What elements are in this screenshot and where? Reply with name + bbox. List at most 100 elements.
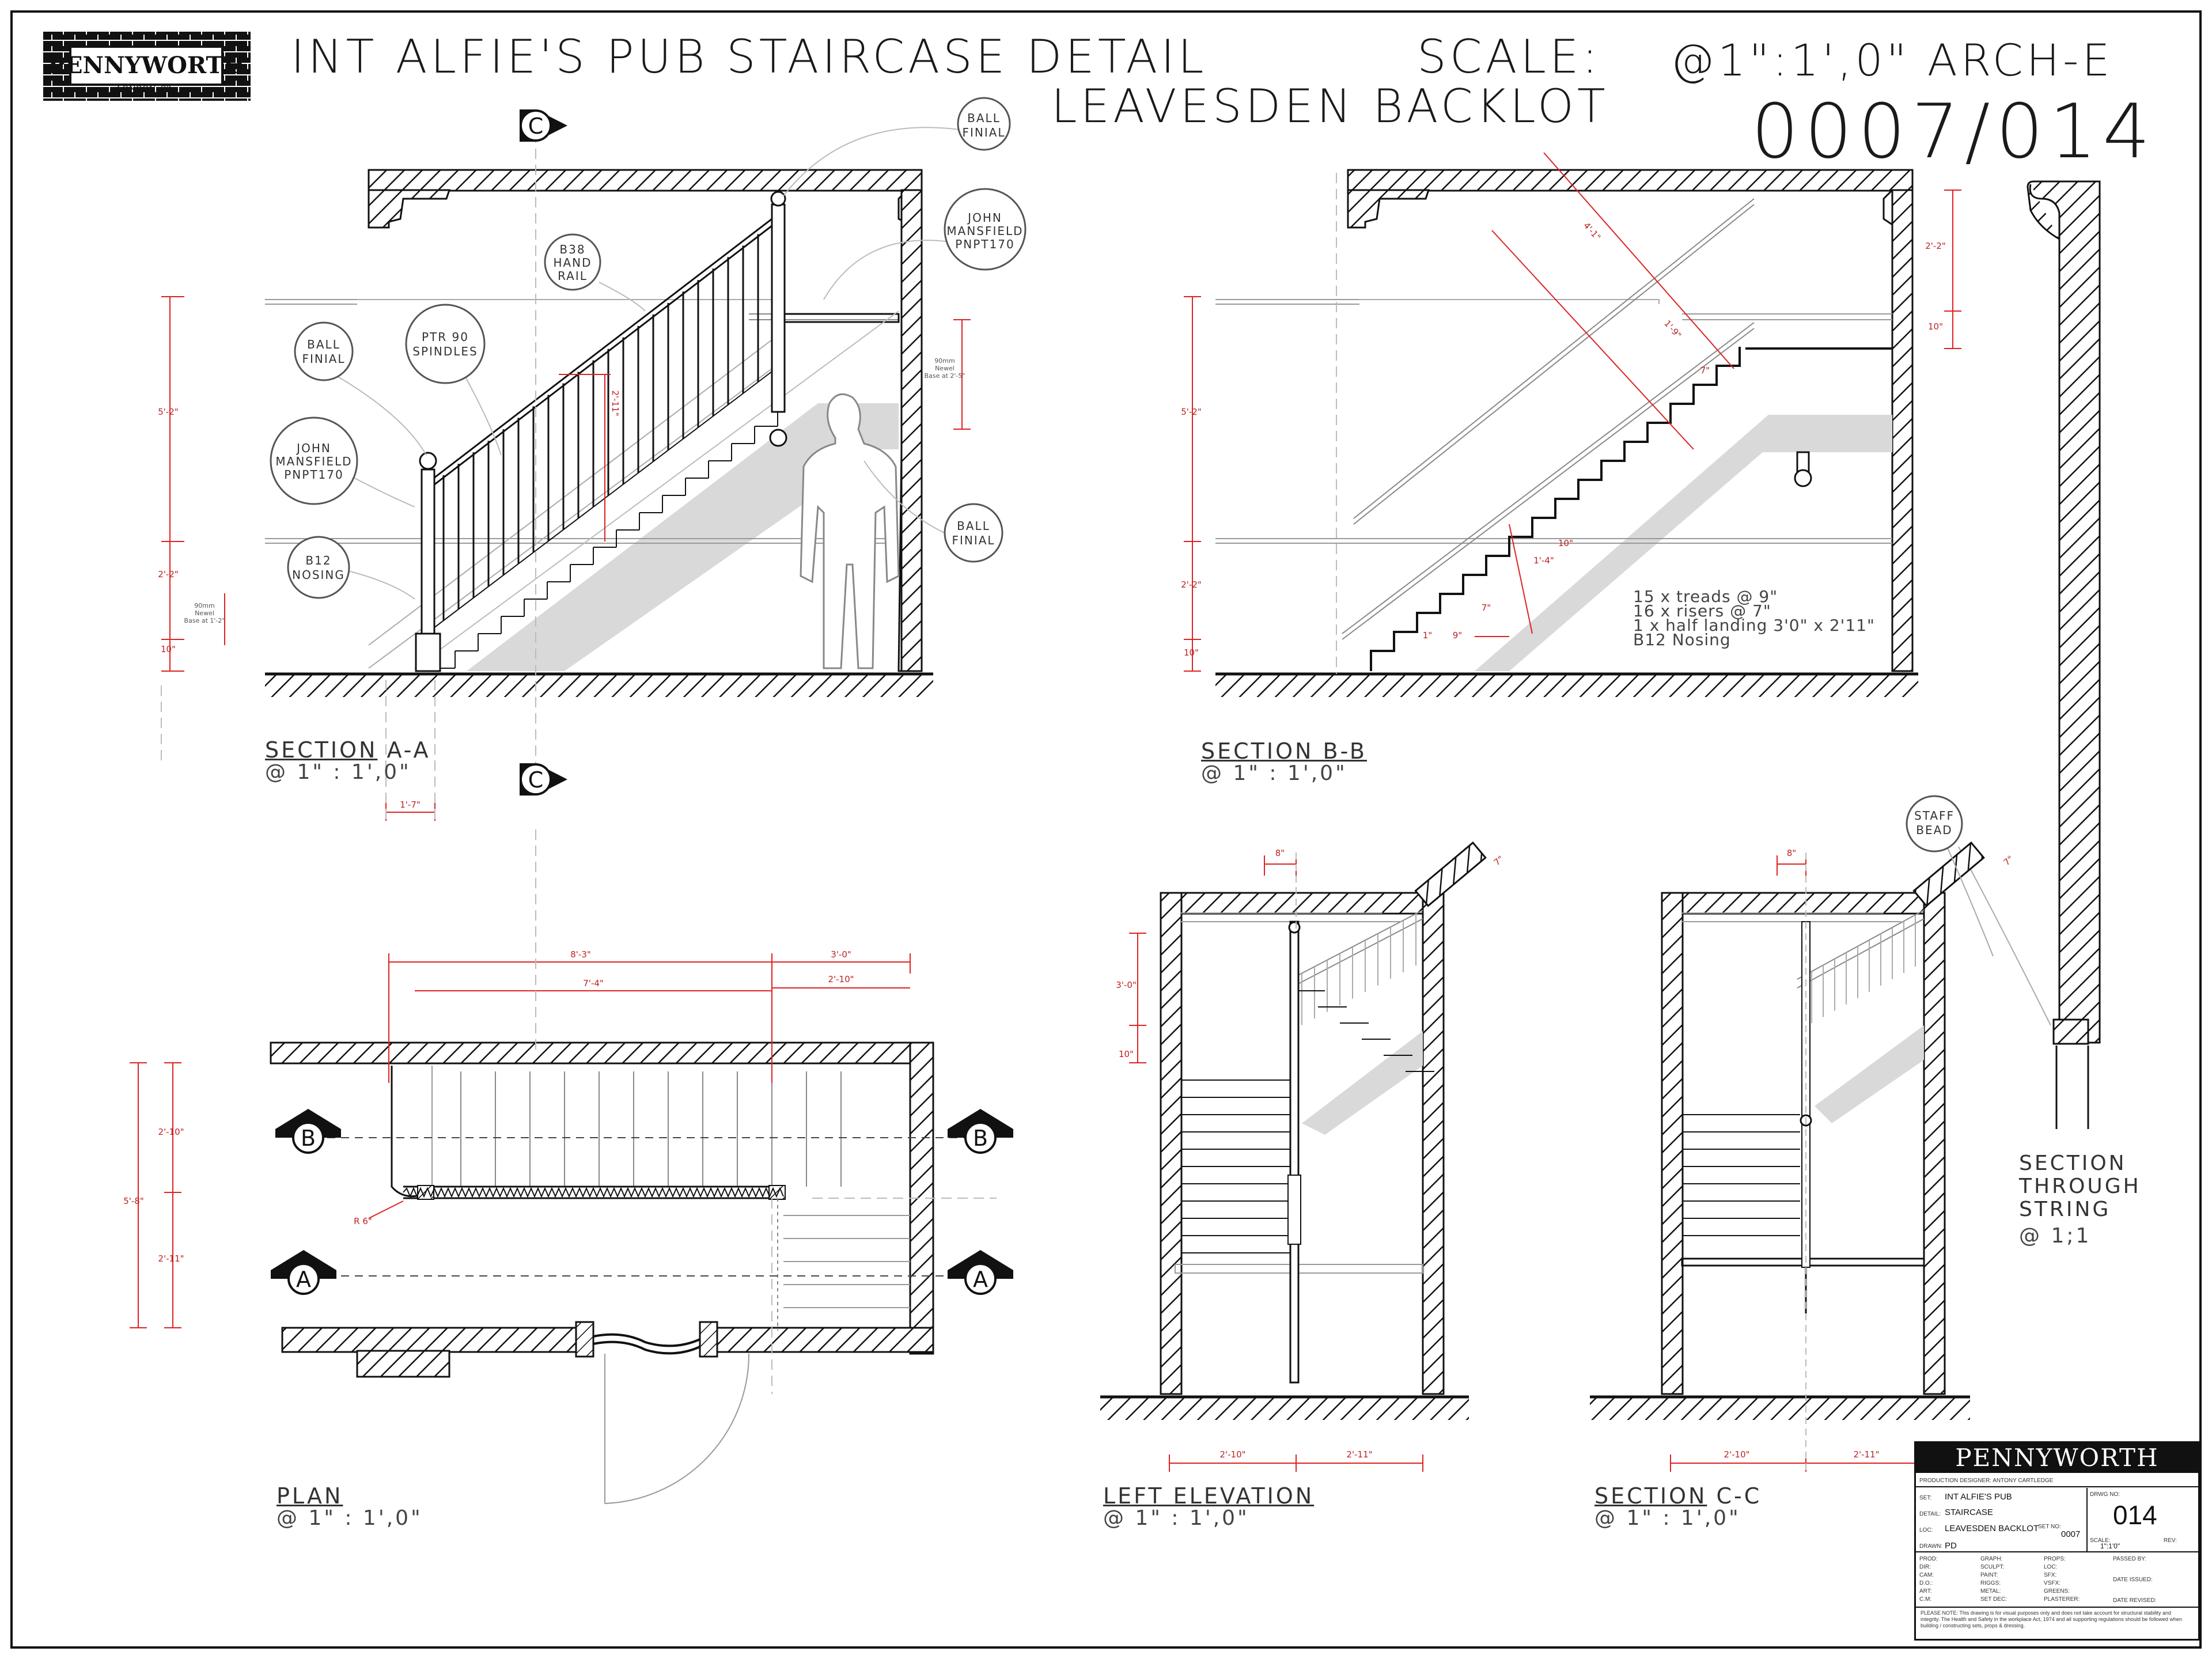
dim-b-h2: 2'-2" (1181, 579, 1202, 590)
tb-drawn: PD (1945, 1541, 1957, 1551)
dim-a-newel-r-3: Base at 2'-5" (925, 372, 965, 380)
dim-le-diag: 7" (1492, 854, 1506, 868)
svg-text:B38: B38 (559, 243, 585, 256)
stair-note-treads: 15 x treads @ 9" (1633, 587, 1778, 606)
callout-john-mansfield-left: JOHN MANSFIELD PNPT170 (270, 416, 358, 505)
tb-dept-label: GREENS: (2044, 1588, 2070, 1594)
dim-a-newel-r-2: Newel (935, 365, 955, 372)
left-elevation-drawing (1100, 841, 1487, 1472)
logo-name: PENNYWORTH (47, 52, 245, 79)
tb-set: INT ALFIE'S PUB (1945, 1492, 2012, 1502)
stair-note-risers: 16 x risers @ 7" (1633, 601, 1771, 620)
tb-detail: STAIRCASE (1945, 1508, 1993, 1517)
dim-le-h1: 3'-0" (1116, 980, 1137, 990)
left-elevation-scale: @ 1" : 1',0" (1103, 1506, 1249, 1530)
tb-dept-label: PLASTERER: (2044, 1596, 2080, 1603)
dim-a-width: 1'-7" (400, 800, 421, 810)
dim-a-newel-r-1: 90mm (934, 357, 955, 365)
dim-b-r2: 10" (1928, 321, 1943, 332)
svg-text:MANSFIELD: MANSFIELD (946, 224, 1023, 238)
tb-scale: 1":1'0" (2100, 1542, 2120, 1550)
dim-a-newel-2: Newel (195, 609, 214, 617)
svg-text:JOHN: JOHN (296, 441, 331, 455)
dim-a-h4: 2'-11" (610, 390, 620, 416)
dim-le-top: 8" (1275, 848, 1285, 858)
svg-text:JOHN: JOHN (967, 211, 1002, 225)
tb-dept-label: SCULPT: (1980, 1564, 2005, 1570)
svg-text:B12: B12 (305, 554, 331, 567)
callout-ball-finial-right: BALL FINIAL (944, 503, 1003, 563)
dim-b-tread-d: 7" (1482, 603, 1491, 613)
svg-text:BALL: BALL (967, 111, 1001, 125)
tb-dept-label: LOC: (2044, 1564, 2058, 1570)
callout-b12-nosing: B12 NOSING (287, 536, 350, 599)
stair-note-landing: 1 x half landing 3'0" x 2'11" (1633, 616, 1875, 635)
dim-le-b2: 2'-11" (1346, 1449, 1372, 1460)
section-cc-title: SECTION C-C (1594, 1483, 1762, 1509)
dim-plan-w2: 7'-4" (583, 978, 604, 988)
tb-dept-label: DIR: (1919, 1564, 1931, 1570)
dim-cc-b2: 2'-11" (1853, 1449, 1879, 1460)
sheet-drawing-number: 0007/014 (1751, 88, 2156, 175)
dim-a-h2: 2'-2" (158, 569, 179, 579)
marker-letter-a-left: A (296, 1267, 311, 1292)
svg-text:FINIAL: FINIAL (302, 352, 345, 366)
svg-text:BEAD: BEAD (1916, 823, 1952, 837)
section-marker-b-right[interactable]: B (948, 1109, 1013, 1154)
tb-dept-label: PROPS: (2044, 1556, 2066, 1562)
section-marker-c-bottom[interactable]: C (520, 763, 567, 796)
svg-text:FINIAL: FINIAL (962, 126, 1005, 139)
sheet-location: LEAVESDEN BACKLOT (1051, 79, 1609, 133)
section-marker-a-right[interactable]: A (948, 1250, 1013, 1295)
dim-plan-d3: 2'-11" (158, 1253, 184, 1264)
plan-drawing (130, 830, 997, 1504)
dim-b-diag1: 4'-1" (1581, 220, 1603, 242)
section-string-drawing (1958, 180, 2101, 1129)
dim-b-tread-a: 7" (1700, 365, 1710, 376)
callout-ball-finial-left: BALL FINIAL (294, 321, 354, 381)
section-marker-c-top[interactable]: C (520, 109, 567, 142)
callout-ptr90-spindles: PTR 90 SPINDLES (405, 304, 486, 384)
section-cc-scale: @ 1" : 1',0" (1594, 1506, 1741, 1530)
tb-dept-label: D.O.: (1919, 1580, 1933, 1586)
tb-dept-label: METAL: (1980, 1588, 2001, 1594)
dim-plan-w4: 2'-10" (828, 974, 854, 984)
tb-scale-label: SCALE: (2090, 1537, 2111, 1544)
section-marker-a-left[interactable]: A (271, 1250, 336, 1295)
dim-plan-w3: 3'-0" (831, 949, 851, 960)
marker-letter-a-right: A (973, 1267, 988, 1292)
svg-text:BALL: BALL (307, 338, 340, 351)
dim-b-h1: 5'-2" (1181, 407, 1202, 417)
section-bb-scale: @ 1" : 1',0" (1201, 762, 1347, 785)
section-aa-drawing (161, 127, 971, 824)
svg-text:HAND: HAND (553, 256, 592, 270)
plan-title: PLAN (276, 1483, 343, 1509)
tb-dept-label: CAM: (1919, 1572, 1934, 1578)
pennyworth-logo: PENNYWORTH LONDON, S3 (40, 32, 248, 98)
dim-cc-b1: 2'-10" (1724, 1449, 1749, 1460)
marker-letter-b-right: B (973, 1126, 988, 1151)
marker-letter-c-bottom: C (528, 767, 544, 793)
tb-dept-label: PAINT: (1980, 1572, 1998, 1578)
tb-dept-label: RIGGS: (1980, 1580, 2001, 1586)
tb-drawn-label: DRAWN: (1919, 1543, 1943, 1550)
stair-note-nosing: B12 Nosing (1633, 630, 1731, 649)
dim-plan-d2: 5'-8" (123, 1196, 144, 1206)
section-marker-b-left[interactable]: B (275, 1109, 341, 1154)
tb-designer: PRODUCTION DESIGNER: ANTONY CARTLEDGE (1919, 1478, 2054, 1484)
callout-ball-finial-top: BALL FINIAL (957, 97, 1011, 151)
dim-cc-diag: 7" (2002, 854, 2016, 868)
section-aa-title: SECTION A-A (265, 737, 431, 763)
svg-text:FINIAL: FINIAL (952, 533, 995, 547)
section-bb-drawing (1184, 152, 1961, 697)
svg-text:SPINDLES: SPINDLES (412, 344, 478, 358)
tb-dept-label: PROD: (1919, 1556, 1938, 1562)
dim-le-h2: 10" (1119, 1049, 1134, 1059)
sheet-border (10, 10, 2202, 1649)
stair-notes: 15 x treads @ 9" 16 x risers @ 7" 1 x ha… (1633, 587, 1875, 649)
section-bb-title: SECTION B-B (1201, 738, 1367, 764)
marker-letter-b-left: B (301, 1126, 316, 1151)
plan-scale: @ 1" : 1',0" (276, 1506, 423, 1530)
tb-note: PLEASE NOTE: This drawing is for visual … (1921, 1610, 2182, 1628)
